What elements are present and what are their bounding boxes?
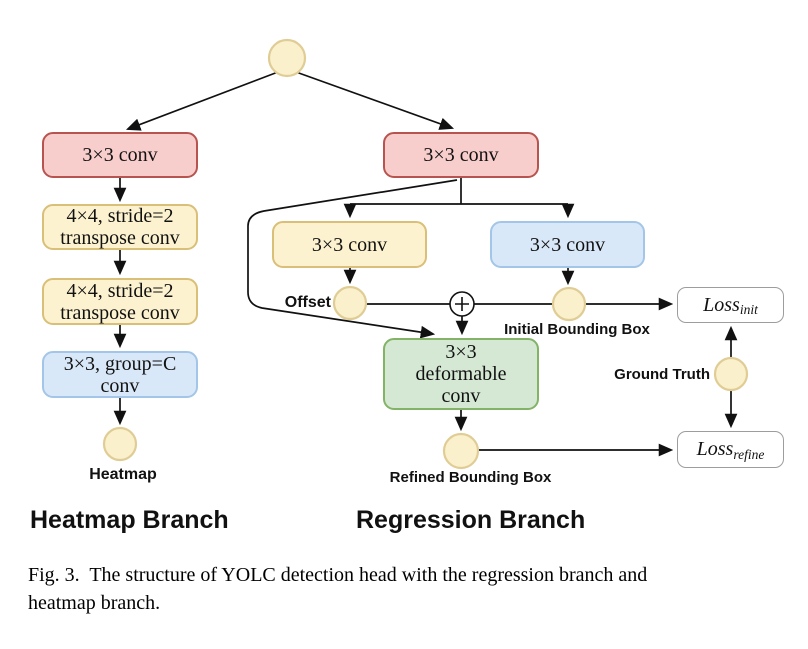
edge-root-to-regression-conv <box>295 71 455 130</box>
heatmap-conv-box: 3×3 conv <box>42 132 198 178</box>
offset-node <box>332 285 368 321</box>
ground-truth-node <box>713 356 749 392</box>
loss-init-subscript: init <box>739 302 758 317</box>
ground-truth-label: Ground Truth <box>614 366 710 383</box>
edge-regconv-split-bar <box>350 178 568 205</box>
regression-conv-box: 3×3 conv <box>383 132 539 178</box>
initial-bbox-label: Initial Bounding Box <box>504 321 650 338</box>
edge-feature-bypass-to-deform <box>247 179 458 339</box>
deformable-conv-box: 3×3 deformable conv <box>383 338 539 410</box>
heatmap-output-node <box>102 426 138 462</box>
bbox-conv-box: 3×3 conv <box>490 221 645 268</box>
figure-caption: Fig. 3. The structure of YOLC detection … <box>28 564 648 614</box>
group-conv-box: 3×3, group=C conv <box>42 351 198 398</box>
initial-bbox-node <box>551 286 587 322</box>
edge-root-to-heatmap-conv <box>125 71 279 131</box>
offset-label: Offset <box>284 294 331 311</box>
heatmap-branch-title: Heatmap Branch <box>30 506 229 534</box>
add-icon <box>449 291 475 317</box>
transpose-conv2-box: 4×4, stride=2 transpose conv <box>42 278 198 325</box>
refined-bbox-label: Refined Bounding Box <box>389 469 552 486</box>
loss-refine-subscript: refine <box>733 446 765 462</box>
loss-refine-label: Loss <box>696 438 734 460</box>
heatmap-label: Heatmap <box>89 466 157 483</box>
transpose-conv1-box: 4×4, stride=2 transpose conv <box>42 204 198 250</box>
loss-init-label: Loss <box>703 293 740 316</box>
input-feature-node <box>267 38 307 78</box>
refined-bbox-node <box>442 432 480 470</box>
regression-branch-title: Regression Branch <box>356 506 586 534</box>
offset-conv-box: 3×3 conv <box>272 221 427 268</box>
